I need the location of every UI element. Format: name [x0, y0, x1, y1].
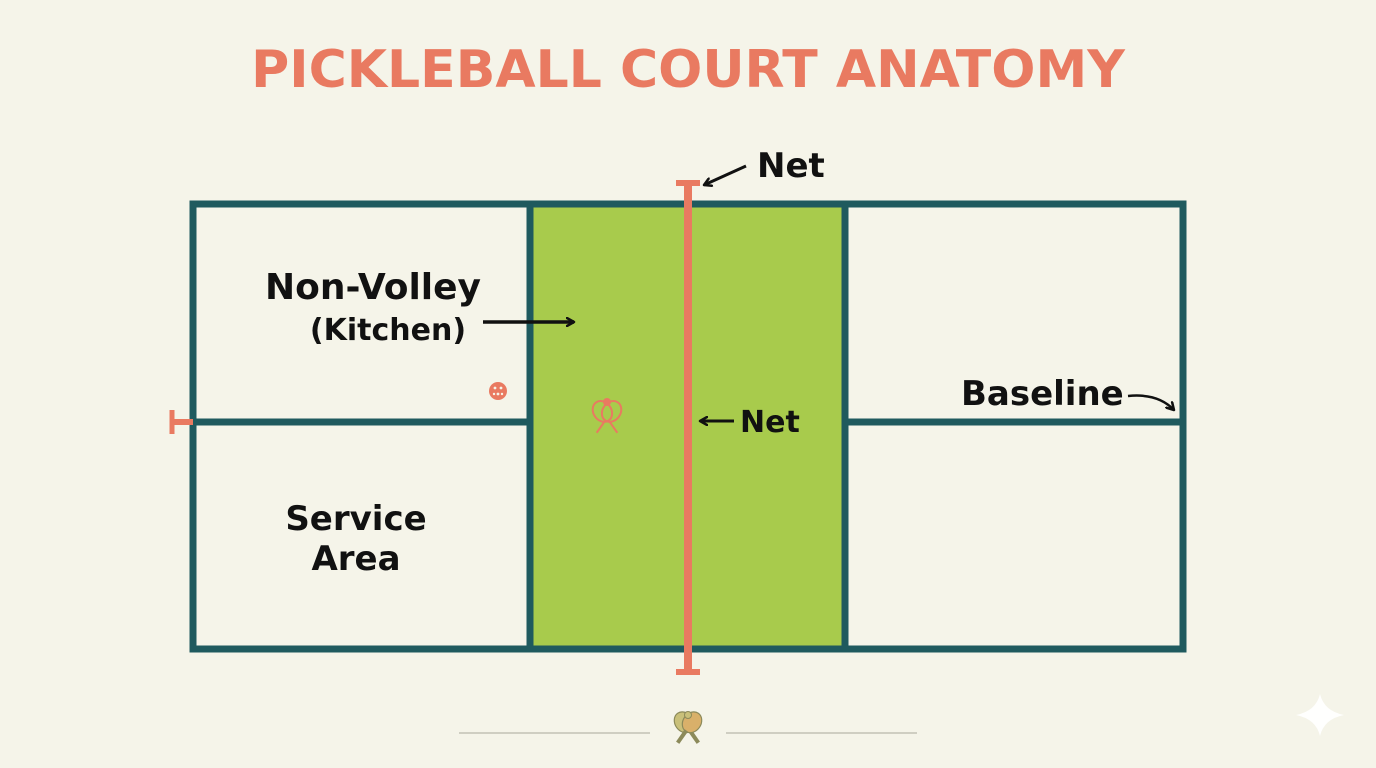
- net-top-arrow: [704, 164, 747, 185]
- crossed-paddles-icon: [591, 398, 623, 434]
- service-area-label-line2: Area: [311, 539, 400, 579]
- pickleball-icon: [489, 382, 507, 400]
- page-title: PICKLEBALL COURT ANATOMY: [251, 40, 1125, 100]
- sparkle-icon: [1296, 694, 1344, 736]
- baseline-label: Baseline: [961, 374, 1124, 414]
- baseline-arrow: [1127, 394, 1174, 410]
- service-area-label: Service: [285, 499, 426, 539]
- kitchen-label: (Kitchen): [310, 313, 466, 348]
- net-top-label: Net: [757, 146, 825, 186]
- footer-paddles-icon: [673, 711, 703, 744]
- net: [676, 180, 700, 675]
- left-post-marker: [169, 410, 193, 434]
- non-volley-label: Non-Volley: [265, 267, 481, 308]
- net-center-label: Net: [740, 405, 800, 440]
